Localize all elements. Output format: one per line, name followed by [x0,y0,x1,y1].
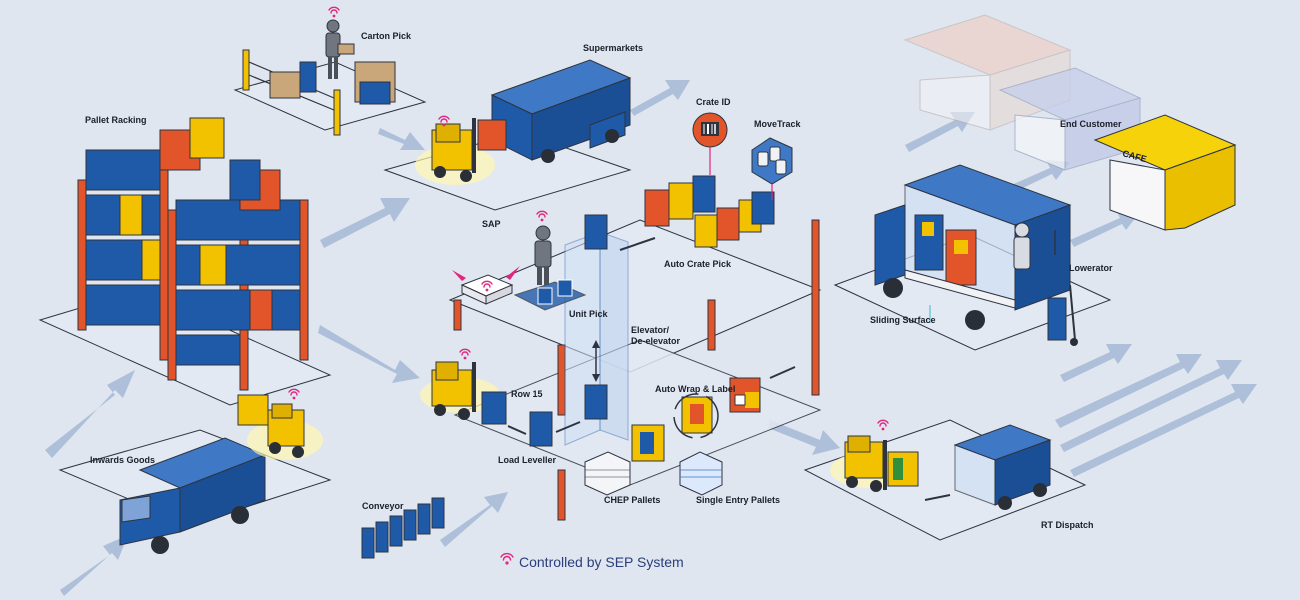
crate-id-reader: Crate ID [692,97,731,175]
legend: Controlled by SEP System [500,552,684,570]
legend-text: Controlled by SEP System [519,554,684,570]
arrow-to-customer-1 [905,112,975,152]
label-crate-id: Crate ID [696,97,731,107]
label-supermarkets: Supermarkets [583,43,643,53]
flow-arrows [45,80,1257,596]
label-auto-crate-pick: Auto Crate Pick [664,259,732,269]
carton-pick-station: Carton Pick [242,6,412,136]
wifi-icon-inwards-forklift [288,388,300,400]
arrow-rt-out-4 [1070,384,1257,477]
label-pallet-racking: Pallet Racking [85,115,147,125]
forklift-rt-dispatch [830,419,951,501]
conveyor: Conveyor [361,497,445,559]
label-chep-pallets: CHEP Pallets [604,495,660,505]
cafe-building-2 [998,67,1142,171]
arrow-rt-out-1 [1060,344,1132,382]
label-conveyor: Conveyor [362,501,404,511]
label-sliding-surface: Sliding Surface [870,315,936,325]
movetrack-device: MoveTrack [751,119,802,200]
wifi-icon-sap [481,280,493,292]
cafe-building-3: CAFE [1093,114,1237,231]
auto-crate-pick: Auto Crate Pick [619,175,775,269]
forklift-inwards [237,388,323,460]
cafe-building-1 [903,14,1072,131]
label-inwards-goods: Inwards Goods [90,455,155,465]
arrow-supermarket-out [630,80,690,116]
label-single-entry-pallets: Single Entry Pallets [696,495,780,505]
auto-wrap-label: Auto Wrap & Label [631,366,796,462]
wifi-icon [500,552,514,565]
load-leveller: Load Leveller [498,411,581,465]
arrow-rt-out-2 [1055,354,1202,428]
pallet-racking: Pallet Racking [77,115,309,391]
label-unit-pick: Unit Pick [569,309,609,319]
wifi-icon-row15-forklift [459,348,471,360]
label-movetrack: MoveTrack [754,119,802,129]
mezzanine-columns [453,219,820,521]
rt-dispatch-truck: RT Dispatch [953,424,1094,530]
end-customer-buildings: CAFE [903,14,1237,231]
delivery-truck-sliding: Lowerator Sliding Surface [870,164,1113,346]
forklift-supermarket [415,115,507,185]
sap-station: SAP [452,219,520,305]
label-lowerator: Lowerator [1069,263,1113,273]
inwards-goods-truck: Inwards Goods [90,437,267,554]
elevator-shaft: Elevator/ De-elevator [564,214,681,446]
arrow-conveyor-up [440,492,508,547]
wifi-icon-carton-pick [328,6,340,18]
arrow-rt-out-3 [1060,360,1242,452]
label-sap: SAP [482,219,501,229]
label-carton-pick: Carton Pick [361,31,412,41]
single-entry-pallets: Single Entry Pallets [679,451,780,505]
arrow-racking-to-supermarket [320,198,410,248]
label-end-customer: End Customer [1060,119,1122,129]
label-load-leveller: Load Leveller [498,455,557,465]
arrow-inwards-up [45,370,135,458]
arrow-racking-to-forklift [318,325,420,383]
arrow-carton-to-forklift [378,128,425,150]
wifi-icon-rt-forklift [877,419,889,431]
label-row-15: Row 15 [511,389,543,399]
arrow-to-inwards [60,535,128,596]
supermarket-truck: Supermarkets [490,43,643,163]
chep-pallets: CHEP Pallets [584,451,660,505]
label-elevator-line1: Elevator/ [631,325,670,335]
arrow-to-customer-3 [1070,210,1140,247]
forklift-row-15: Row 15 [420,348,543,425]
label-elevator-line2: De-elevator [631,336,681,346]
wifi-icon-unit-pick [536,210,548,222]
label-rt-dispatch: RT Dispatch [1041,520,1094,530]
label-auto-wrap-label: Auto Wrap & Label [655,384,735,394]
arrow-wrap-to-rt [768,420,840,455]
wifi-icon-supermarket-forklift [438,115,450,127]
unit-pick-station: Unit Pick [513,210,609,319]
